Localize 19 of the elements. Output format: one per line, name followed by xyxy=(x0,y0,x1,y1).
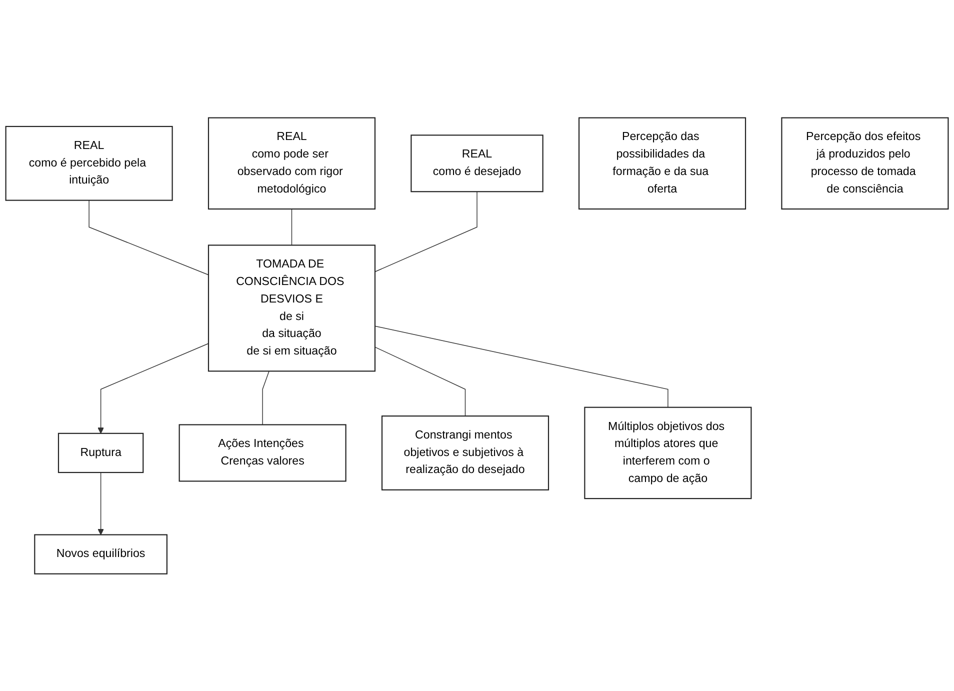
arrow xyxy=(98,472,104,535)
node-box: Ações Intenções Crenças valores xyxy=(178,424,346,482)
node-box: TOMADA DE CONSCIÊNCIA DOS DESVIOS E de si da situação de si em situação xyxy=(208,244,376,372)
node-box: Ruptura xyxy=(58,432,144,473)
node-box: Novos equilíbrios xyxy=(34,534,168,574)
arrow xyxy=(98,342,209,434)
connector xyxy=(374,325,668,408)
node-box: REAL como pode ser observado com rigor metodológico xyxy=(208,116,376,210)
node-box: Constrangi mentos objetivos e subjetivos à realização do desejado xyxy=(381,415,550,490)
connector xyxy=(262,370,270,425)
node-box: REAL como é percebido pela intuição xyxy=(5,126,173,201)
node-box: REAL como é desejado xyxy=(410,134,544,192)
connector xyxy=(88,200,209,275)
connector xyxy=(374,190,478,272)
connector xyxy=(374,346,466,416)
node-box: Percepção das possibilidades da formação e da sua oferta xyxy=(578,116,746,210)
node-box: Percepção dos efeitos já produzidos pelo processo de tomada de consciência xyxy=(781,116,949,210)
connector xyxy=(291,208,292,246)
node-box: Múltiplos objetivos dos múltiplos atores que interferem com o campo de ação xyxy=(584,406,752,499)
